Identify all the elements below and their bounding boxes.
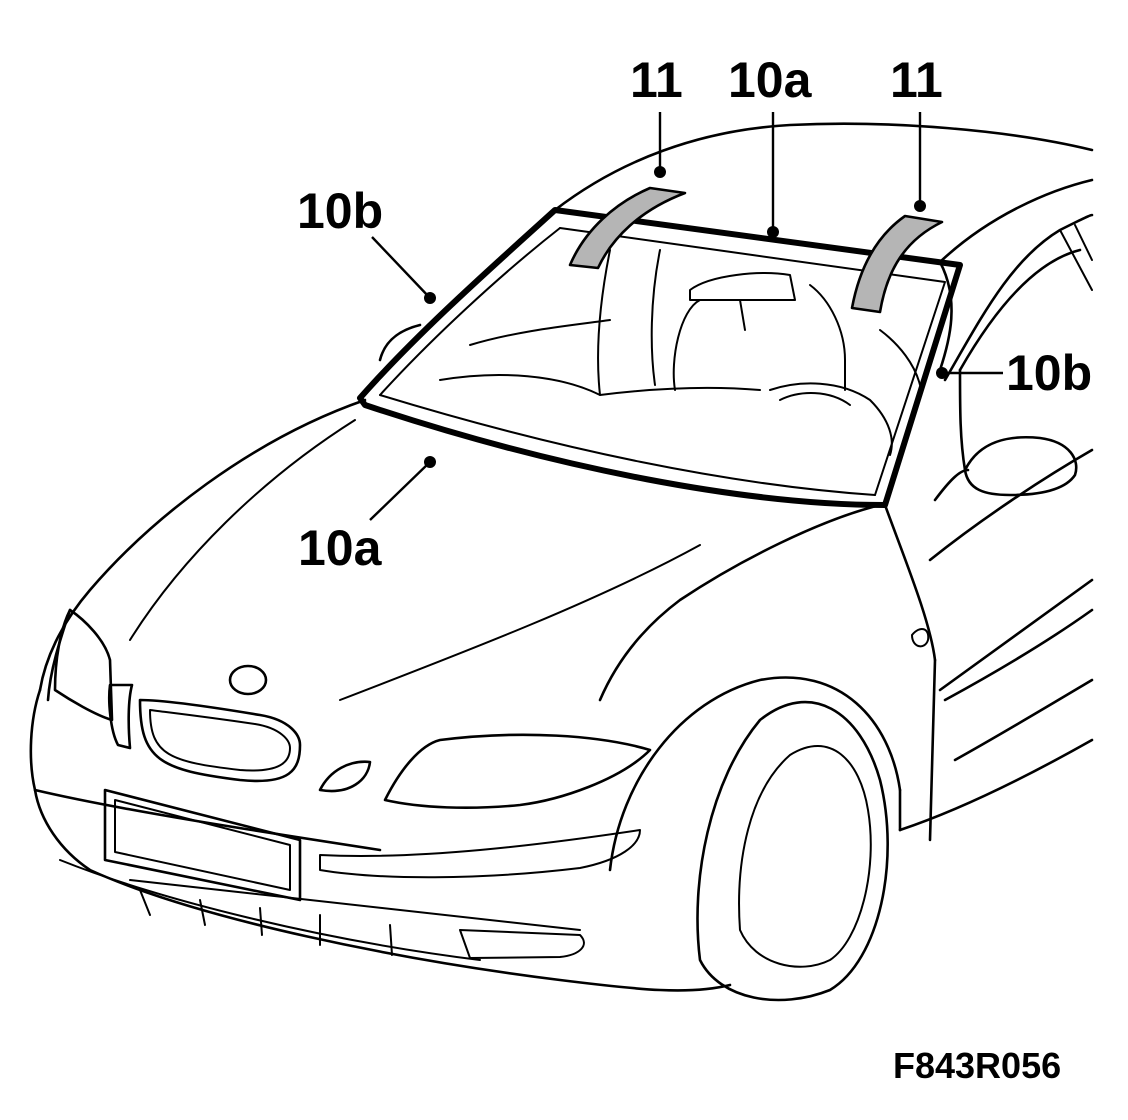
roof-strip-left <box>568 186 687 270</box>
callout-10a-top: 10a <box>728 52 813 108</box>
callout-10b-left: 10b <box>297 183 383 239</box>
roof-strip-right <box>850 214 944 314</box>
windshield-seal <box>357 207 963 508</box>
roof-strips <box>568 186 944 314</box>
figure-reference: F843R056 <box>893 1045 1061 1086</box>
callout-11-right: 11 <box>890 52 943 108</box>
callout-10b-right: 10b <box>1006 345 1092 401</box>
callout-10a-bottom: 10a <box>298 520 383 576</box>
leader-lines <box>369 112 1003 521</box>
car-body <box>29 122 1094 1002</box>
callout-11-left: 11 <box>630 52 683 108</box>
